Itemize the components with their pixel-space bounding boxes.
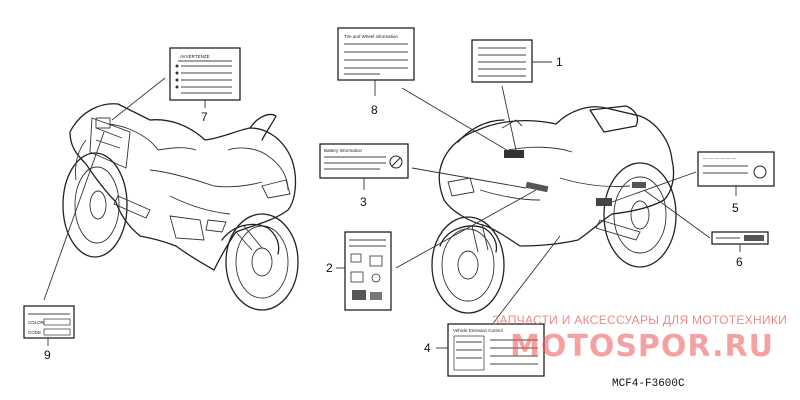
leader-line-9 bbox=[43, 131, 105, 301]
callout-3: 3 bbox=[360, 195, 367, 209]
part-3-battery-label[interactable]: Battery Information bbox=[319, 143, 409, 179]
callout-9: 9 bbox=[44, 348, 51, 362]
warning-label-title: AVVERTENZE bbox=[180, 54, 210, 59]
label-spot-6 bbox=[632, 182, 646, 188]
callout-1: 1 bbox=[556, 55, 563, 69]
callout-6: 6 bbox=[736, 255, 743, 269]
label-spot-8 bbox=[504, 150, 524, 158]
part-2-instruction-label[interactable] bbox=[344, 231, 392, 311]
part-4-emission-label[interactable]: Vehicle Emission Control bbox=[447, 323, 545, 377]
right-motorcycle-drawing bbox=[431, 105, 677, 314]
emission-label-title: Vehicle Emission Control bbox=[453, 328, 503, 333]
leader-line-3 bbox=[411, 167, 527, 189]
leader-line-4 bbox=[493, 235, 561, 323]
part-5-caution-label[interactable]: — — — — — — bbox=[697, 151, 775, 187]
callout-7: 7 bbox=[201, 110, 208, 124]
part-6-small-label[interactable] bbox=[711, 231, 769, 245]
part-8-tire-info-label[interactable]: Tire and Wheel information bbox=[337, 27, 415, 81]
code-field-text: CODE bbox=[28, 330, 41, 335]
watermark-tagline: ЗАПЧАСТИ И АКСЕССУАРЫ ДЛЯ МОТОТЕХНИКИ bbox=[492, 313, 787, 327]
callout-8: 8 bbox=[371, 103, 378, 117]
callout-2: 2 bbox=[326, 261, 333, 275]
leader-line-6 bbox=[643, 189, 711, 239]
leader-line-8 bbox=[401, 87, 511, 153]
label-spot-3 bbox=[525, 181, 549, 193]
caution-5-title: — — — — — — bbox=[703, 156, 737, 161]
color-field-text: COLOR bbox=[28, 320, 45, 325]
tire-label-title: Tire and Wheel information bbox=[344, 34, 398, 39]
callout-4: 4 bbox=[424, 341, 431, 355]
watermark-logo: MOTOSPOR.RU bbox=[510, 329, 774, 364]
leader-line-1 bbox=[501, 85, 517, 151]
part-9-color-label[interactable]: COLOR CODE bbox=[23, 305, 75, 339]
diagram-code: MCF4-F3600C bbox=[612, 378, 685, 390]
caution-label-title: Battery Information bbox=[324, 148, 363, 153]
leader-line-7 bbox=[111, 77, 166, 121]
leader-line-5 bbox=[611, 171, 697, 203]
part-1-label[interactable] bbox=[471, 39, 533, 83]
leader-line-2 bbox=[395, 189, 537, 269]
left-motorcycle-drawing bbox=[62, 103, 299, 311]
callout-5: 5 bbox=[732, 201, 739, 215]
label-spot-5 bbox=[596, 198, 612, 206]
part-7-warning-label[interactable]: AVVERTENZE bbox=[169, 47, 241, 101]
